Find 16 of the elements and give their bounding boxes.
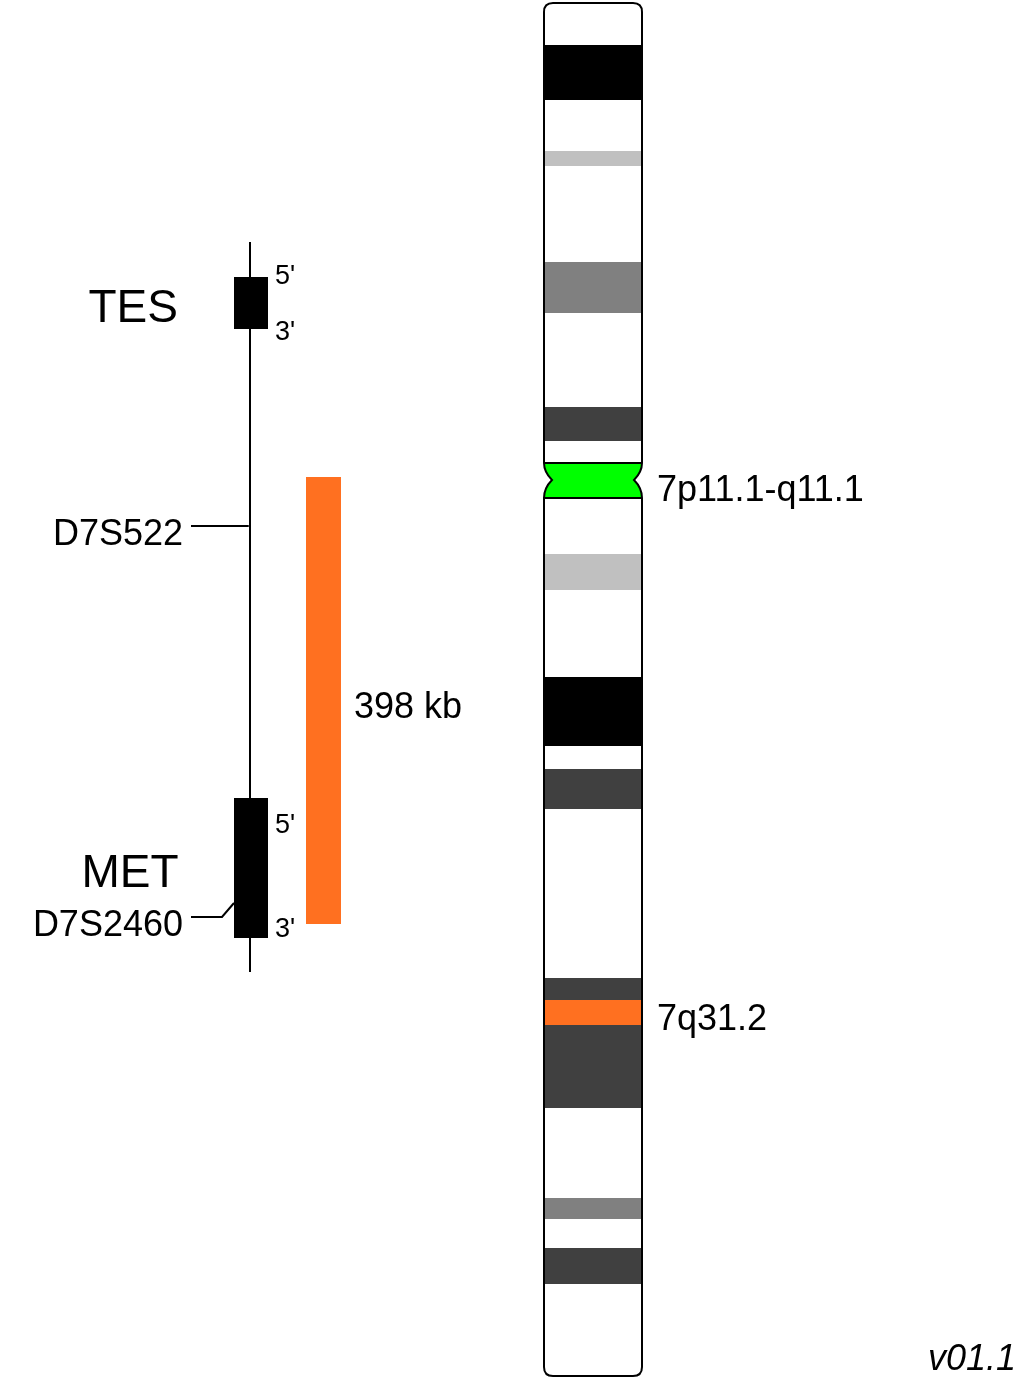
band-label: 7p11.1-q11.1 [657,471,864,508]
end-label: 3' [275,915,296,943]
gene-block [234,798,268,938]
end-label: 5' [275,262,296,290]
size-label: 398 kb [354,688,463,725]
version-label: v01.1 [928,1340,1017,1377]
end-label: 5' [275,811,296,839]
gene-label: TES [88,282,178,329]
gene-label: MET [81,847,179,894]
gene-axis-line [248,242,252,972]
leader-line [190,902,235,918]
band-label: 7q31.2 [657,1000,768,1037]
marker-label: D7S522 [52,515,183,552]
end-label: 3' [275,318,296,346]
leader-line [190,525,250,527]
marker-label: D7S2460 [32,906,183,943]
